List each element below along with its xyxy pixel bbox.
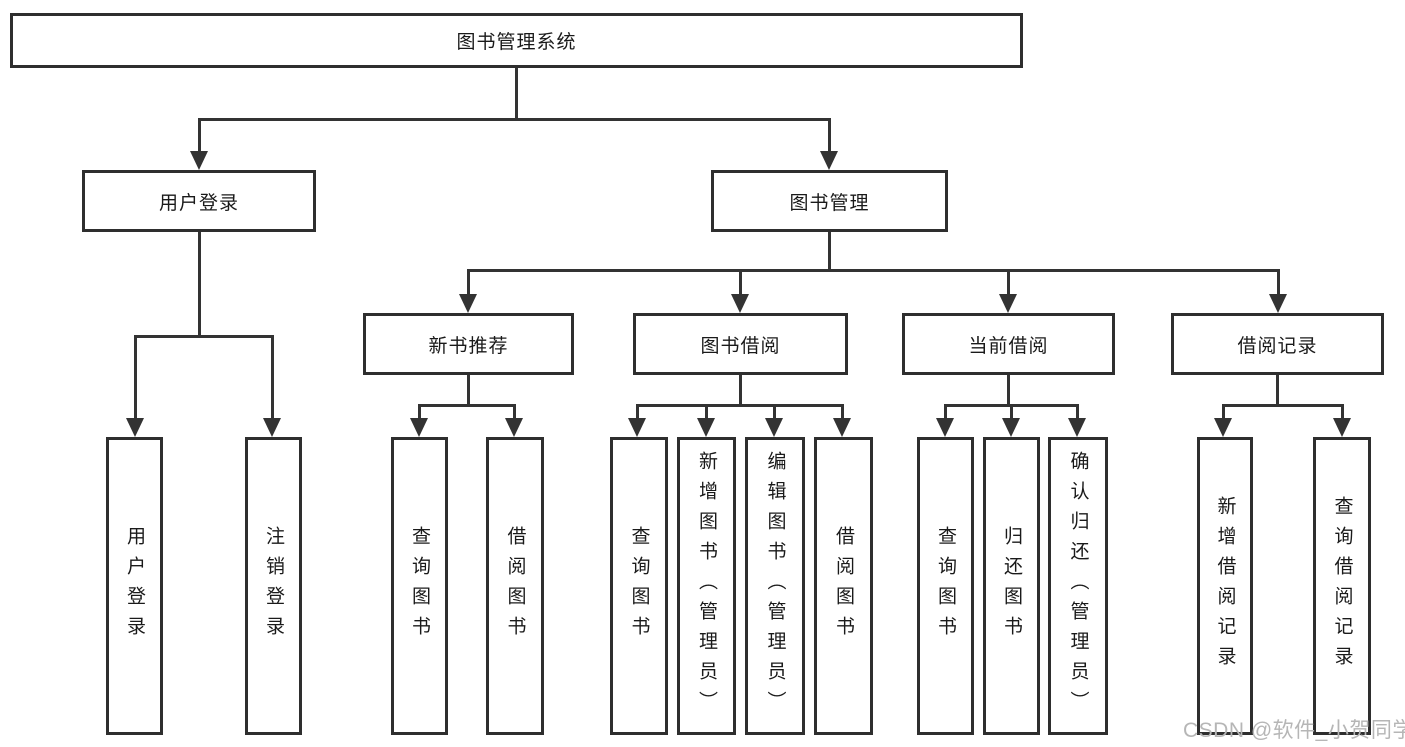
node-label: 当前借阅	[968, 335, 1049, 357]
edge-to-rec-borrow-book	[513, 404, 516, 420]
node-label: 借阅记录	[1237, 335, 1318, 357]
arrow-down-user-login	[190, 151, 208, 170]
edge-book-borrow-stem	[739, 375, 742, 407]
node-label: 借阅图书	[833, 526, 854, 646]
leaf-bb-edit-book-admin: 编辑图书（管理员）	[745, 437, 805, 735]
node-label: 编辑图书（管理员）	[764, 451, 786, 721]
arrow-down-book-borrow	[731, 294, 749, 313]
node-label: 用户登录	[124, 526, 145, 646]
edge-to-current-borrow	[1007, 269, 1010, 296]
node-label: 借阅图书	[504, 526, 526, 646]
edge-to-user-login-leaf	[134, 335, 137, 420]
node-label: 查询图书	[628, 526, 650, 646]
arrow-down-borrow-record	[1269, 294, 1287, 313]
node-label: 图书管理	[789, 192, 870, 214]
edge-to-cb-confirm-return	[1076, 404, 1079, 420]
node-current-borrowing: 当前借阅	[902, 313, 1115, 375]
node-user-login: 用户登录	[82, 170, 316, 232]
arrow-down-cb-return-book	[1002, 418, 1020, 437]
leaf-br-add-record: 新增借阅记录	[1197, 437, 1253, 735]
edge-to-logout-leaf	[271, 335, 274, 420]
arrow-down-br-add-record	[1214, 418, 1232, 437]
arrow-down-new-book-rec	[459, 294, 477, 313]
node-label: 注销登录	[263, 526, 284, 646]
arrow-down-rec-query-book	[410, 418, 428, 437]
node-label: 确认归还（管理员）	[1067, 451, 1089, 721]
arrow-down-cb-query-book	[936, 418, 954, 437]
node-borrowing-records: 借阅记录	[1171, 313, 1384, 375]
edge-to-cb-return-book	[1010, 404, 1013, 420]
leaf-user-login: 用户登录	[106, 437, 163, 735]
edge-to-new-book-rec	[467, 269, 470, 296]
leaf-bb-add-book-admin: 新增图书（管理员）	[677, 437, 736, 735]
node-label: 查询图书	[935, 526, 956, 646]
edge-user-login-hline	[134, 335, 274, 338]
edge-book-mgmt-hline	[467, 269, 1280, 272]
node-label: 用户登录	[158, 192, 239, 214]
edge-book-borrow-hline	[636, 404, 844, 407]
leaf-cb-confirm-return-admin: 确认归还（管理员）	[1048, 437, 1108, 735]
leaf-bb-query-book: 查询图书	[610, 437, 668, 735]
leaf-cb-return-book: 归还图书	[983, 437, 1040, 735]
edge-new-book-rec-hline	[418, 404, 516, 407]
arrow-down-bb-borrow-book	[833, 418, 851, 437]
arrow-down-bb-edit-book	[765, 418, 783, 437]
edge-to-cb-query-book	[944, 404, 947, 420]
leaf-rec-query-book: 查询图书	[391, 437, 448, 735]
arrow-down-bb-add-book	[697, 418, 715, 437]
edge-to-borrow-record	[1277, 269, 1280, 296]
edge-book-mgmt-stem	[828, 232, 831, 272]
node-library-management-system: 图书管理系统	[10, 13, 1023, 68]
arrow-down-br-query-record	[1333, 418, 1351, 437]
node-book-borrowing: 图书借阅	[633, 313, 848, 375]
arrow-down-book-mgmt	[820, 151, 838, 170]
csdn-watermark: CSDN @软件_小贺同学	[1183, 719, 1405, 742]
arrow-down-rec-borrow-book	[505, 418, 523, 437]
node-label: 新书推荐	[428, 335, 509, 357]
arrow-down-current-borrow	[999, 294, 1017, 313]
node-book-management: 图书管理	[711, 170, 948, 232]
node-label: 新增图书（管理员）	[696, 451, 717, 721]
arrow-down-logout-leaf	[263, 418, 281, 437]
node-label: 查询借阅记录	[1331, 496, 1353, 676]
leaf-logout: 注销登录	[245, 437, 302, 735]
edge-to-br-query-record	[1341, 404, 1344, 420]
node-label: 查询图书	[409, 526, 430, 646]
edge-to-bb-edit-book	[773, 404, 776, 420]
node-label: 新增借阅记录	[1214, 496, 1236, 676]
edge-to-br-add-record	[1222, 404, 1225, 420]
edge-to-bb-query-book	[636, 404, 639, 420]
arrow-down-bb-query-book	[628, 418, 646, 437]
arrow-down-cb-confirm-return	[1068, 418, 1086, 437]
edge-root-hline	[198, 118, 831, 121]
edge-to-bb-add-book	[705, 404, 708, 420]
edge-to-rec-query-book	[418, 404, 421, 420]
edge-to-book-borrow	[739, 269, 742, 296]
arrow-down-user-login-leaf	[126, 418, 144, 437]
node-label: 图书管理系统	[456, 32, 577, 53]
node-label: 归还图书	[1001, 526, 1022, 646]
edge-new-book-rec-stem	[467, 375, 470, 407]
leaf-cb-query-book: 查询图书	[917, 437, 974, 735]
edge-to-user-login	[198, 118, 201, 153]
edge-root-stem	[515, 68, 518, 120]
leaf-br-query-record: 查询借阅记录	[1313, 437, 1371, 735]
edge-borrow-record-hline	[1222, 404, 1344, 407]
node-label: 图书借阅	[700, 335, 781, 357]
leaf-bb-borrow-book: 借阅图书	[814, 437, 873, 735]
edge-to-book-mgmt	[828, 118, 831, 153]
edge-to-bb-borrow-book	[841, 404, 844, 420]
edge-borrow-record-stem	[1276, 375, 1279, 407]
node-new-book-recommendation: 新书推荐	[363, 313, 574, 375]
leaf-rec-borrow-book: 借阅图书	[486, 437, 544, 735]
edge-current-borrow-stem	[1007, 375, 1010, 407]
edge-user-login-stem	[198, 232, 201, 338]
